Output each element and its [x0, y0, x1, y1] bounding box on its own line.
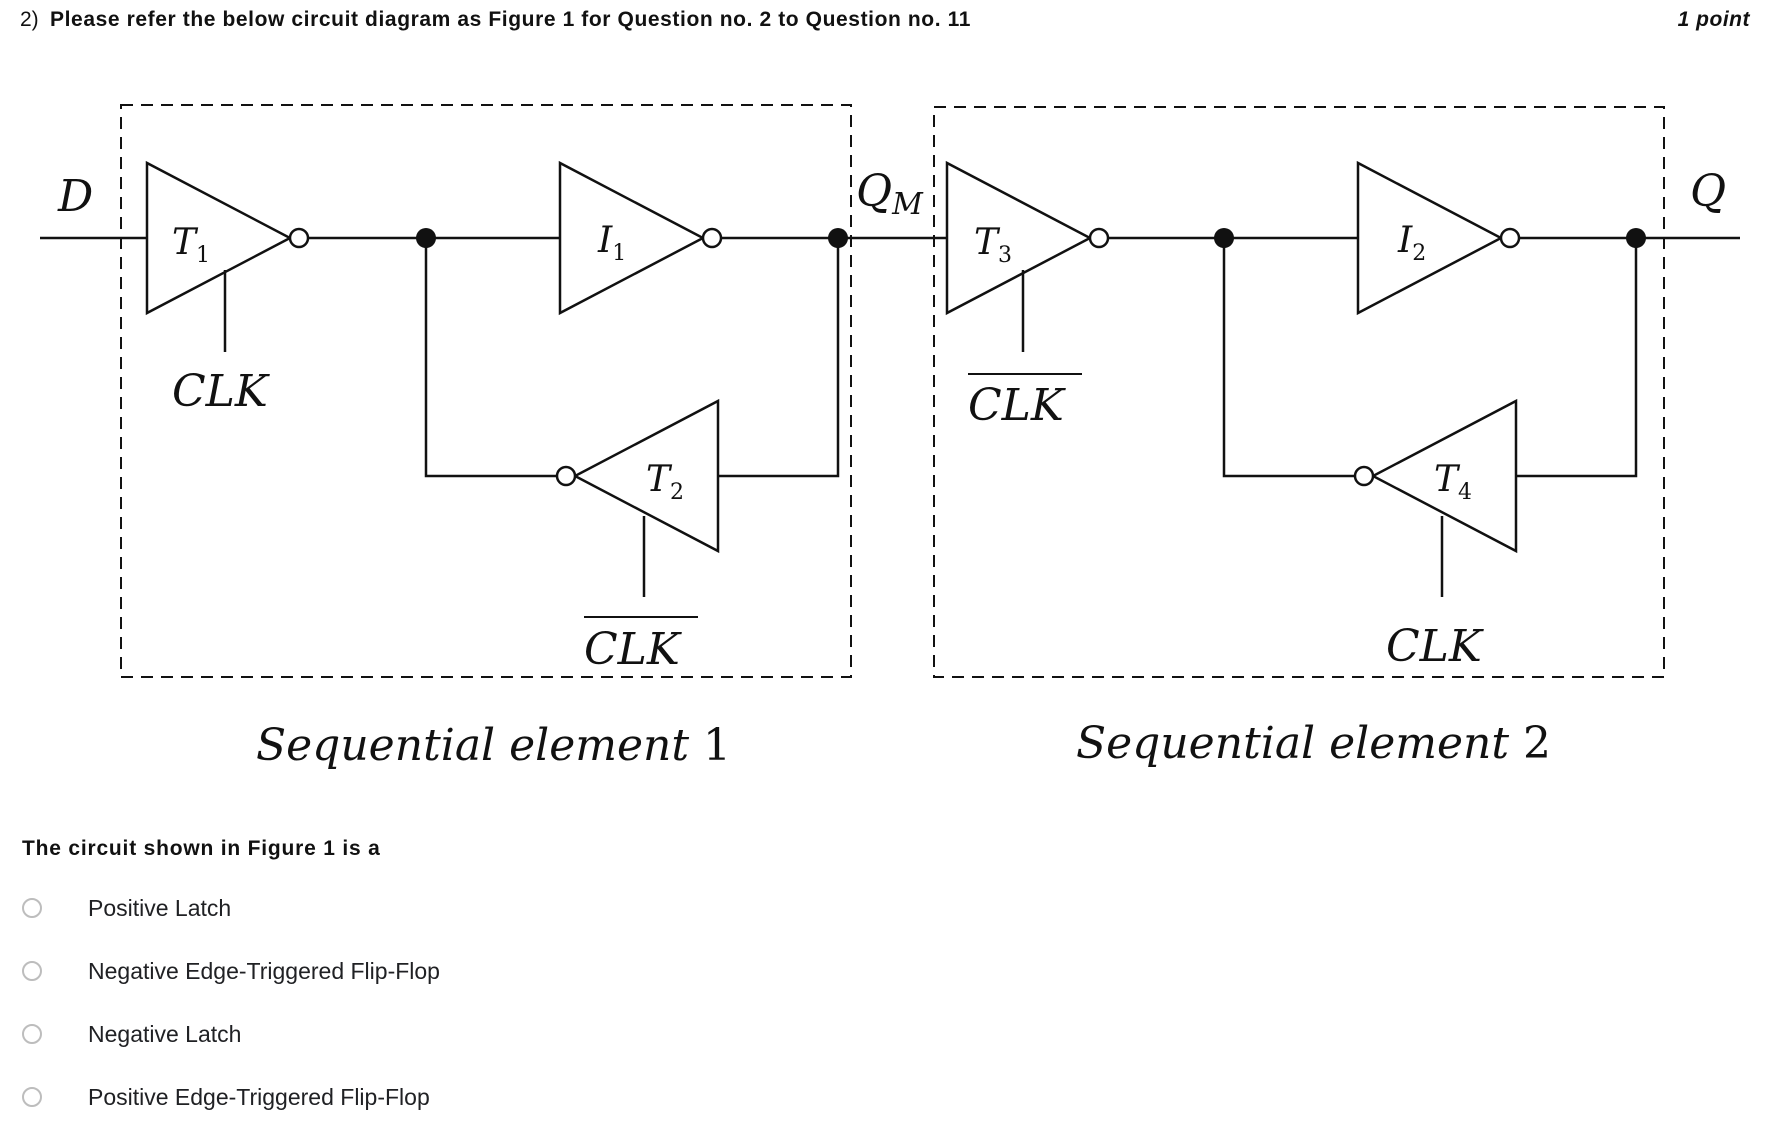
t2-label: T2	[646, 459, 684, 505]
junction-dot	[1214, 228, 1234, 248]
output-q-label: Q	[1690, 166, 1726, 217]
option-label: Negative Latch	[88, 1020, 242, 1047]
radio-button[interactable]	[22, 1024, 42, 1044]
t1-label: T1	[172, 222, 210, 268]
circuit-diagram-figure: D Q QM T1 I1 T2 T3 I2 T4 CLK CLK CLK CLK…	[40, 104, 1740, 771]
sequential-element-2-caption: Sequential element 2	[1076, 718, 1551, 769]
clk-bar-t2-label: CLK	[584, 624, 682, 675]
junction-dot	[828, 228, 848, 248]
junction-dot	[416, 228, 436, 248]
tristate-buffer-t3	[945, 160, 1093, 316]
option-label: Positive Edge-Triggered Flip-Flop	[88, 1083, 430, 1110]
sequential-element-1-caption: Sequential element 1	[256, 720, 731, 771]
radio-button[interactable]	[22, 898, 42, 918]
qm-label: QM	[856, 166, 924, 222]
tristate-buffer-t1	[145, 160, 293, 316]
sub-question-text: The circuit shown in Figure 1 is a	[22, 837, 381, 860]
t3-label: T3	[974, 222, 1012, 268]
radio-button[interactable]	[22, 1087, 42, 1107]
option-positive-edge-triggered-flip-flop[interactable]: Positive Edge-Triggered Flip-Flop	[22, 1077, 622, 1117]
i1-label: I1	[597, 220, 626, 266]
sequential-element-2-box	[933, 106, 1665, 678]
question-points: 1 point	[1677, 8, 1750, 31]
clk-t4-label: CLK	[1386, 621, 1484, 672]
radio-button[interactable]	[22, 961, 42, 981]
input-d-label: D	[57, 171, 93, 222]
tristate-buffer-t2	[572, 398, 720, 554]
inverter-i2	[1356, 160, 1504, 316]
clk-t1-label: CLK	[172, 366, 270, 417]
tristate-buffer-t4	[1370, 398, 1518, 554]
sequential-element-1-box	[120, 104, 852, 678]
clk-bar-t3-label: CLK	[968, 380, 1066, 431]
option-negative-edge-triggered-flip-flop[interactable]: Negative Edge-Triggered Flip-Flop	[22, 951, 622, 991]
option-negative-latch[interactable]: Negative Latch	[22, 1014, 622, 1054]
question-number: 2)	[20, 8, 39, 31]
option-label: Negative Edge-Triggered Flip-Flop	[88, 957, 440, 984]
i2-label: I2	[1397, 220, 1426, 266]
t4-label: T4	[1434, 459, 1472, 505]
option-positive-latch[interactable]: Positive Latch	[22, 888, 622, 928]
question-title: Please refer the below circuit diagram a…	[50, 8, 972, 31]
junction-dot	[1626, 228, 1646, 248]
option-label: Positive Latch	[88, 894, 232, 921]
inverter-i1	[558, 160, 706, 316]
